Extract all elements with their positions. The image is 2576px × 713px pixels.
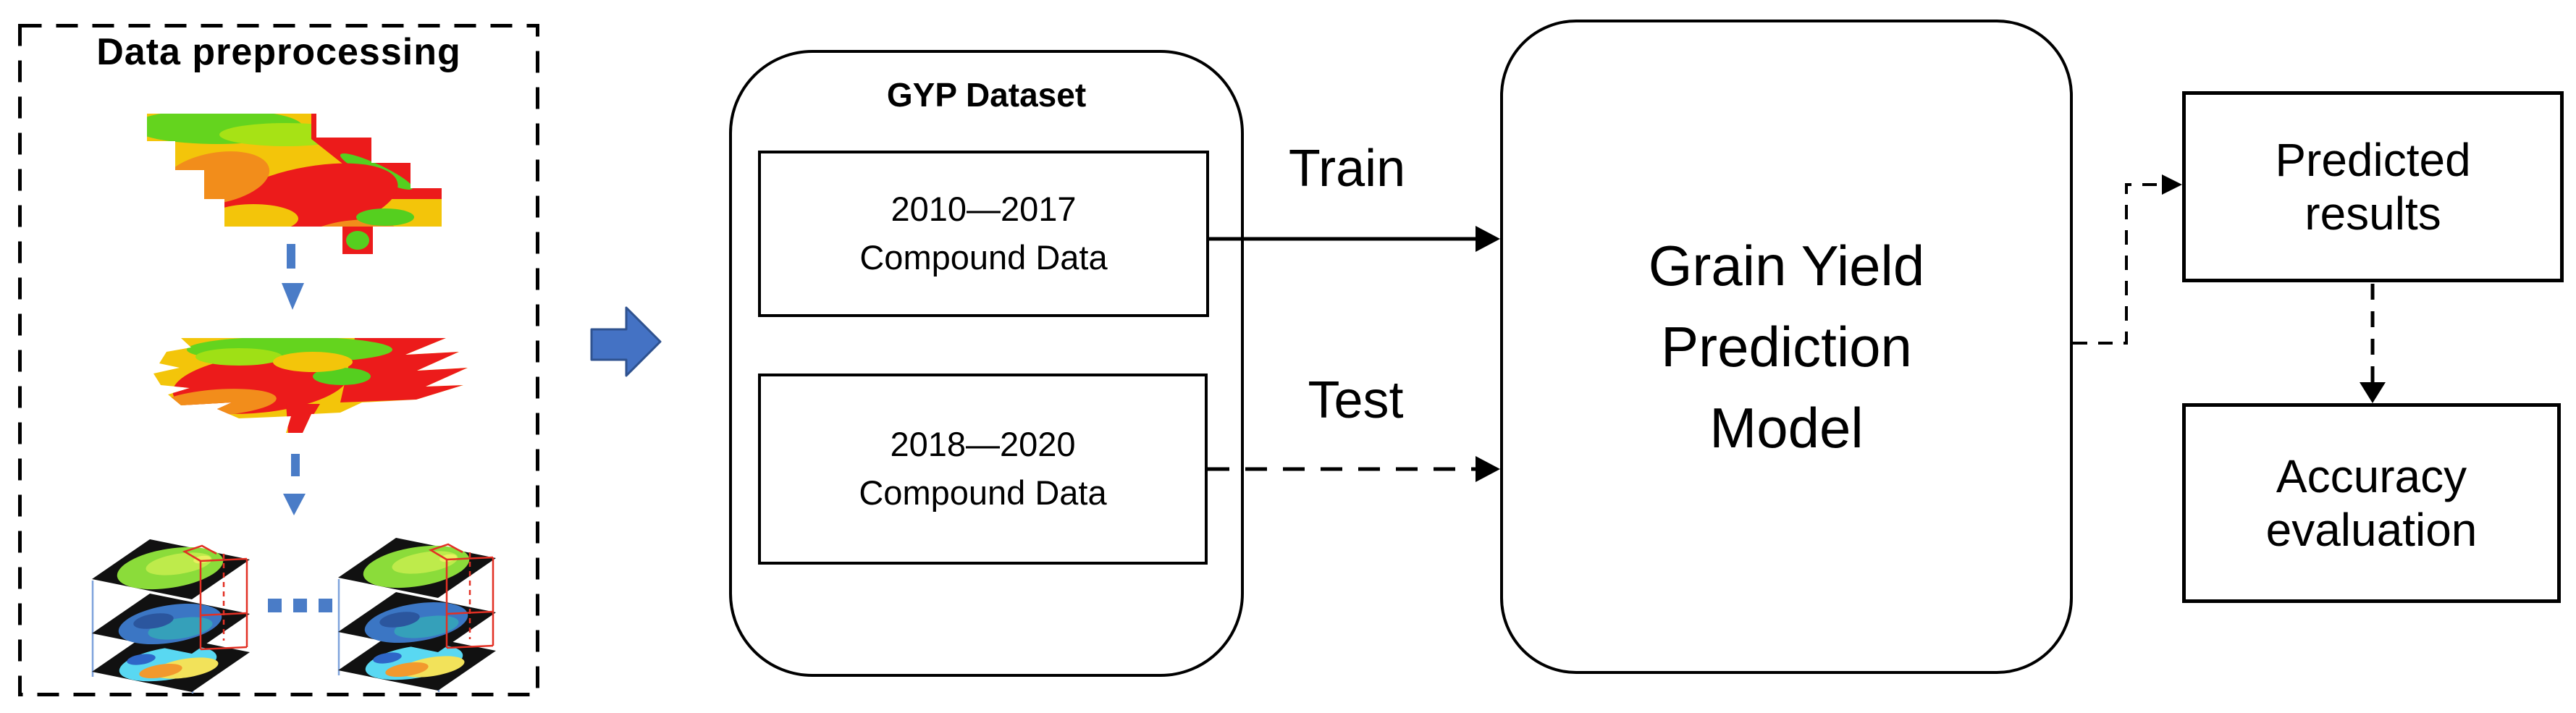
- train-data-box: 2010—2017 Compound Data: [758, 151, 1209, 317]
- test-data-line1: 2018—2020: [890, 425, 1076, 464]
- predicted-results-line2: results: [2304, 187, 2441, 240]
- test-arrow: [1208, 456, 1500, 482]
- train-label: Train: [1288, 140, 1406, 198]
- train-data-line1: 2010—2017: [891, 190, 1077, 229]
- test-label: Test: [1308, 371, 1404, 429]
- accuracy-evaluation-box: Accuracy evaluation: [2182, 403, 2561, 603]
- down-arrow-1-icon: [282, 244, 304, 310]
- preprocessing-dashed-frame: [18, 24, 539, 696]
- test-data-box: 2018—2020 Compound Data: [758, 374, 1208, 565]
- down-arrow-2-icon: [283, 454, 306, 515]
- model-to-results-connector: [2073, 174, 2182, 345]
- preprocessing-title: Data preprocessing: [96, 31, 461, 73]
- results-to-evaluation-connector: [2360, 284, 2386, 403]
- map-stack-graphic: [153, 338, 468, 433]
- ellipsis-dots-icon: [268, 599, 332, 612]
- prediction-model-box: Grain Yield Prediction Model: [1500, 20, 2073, 674]
- gyp-dataset-container: [729, 50, 1244, 677]
- map-mosaic-graphic: [147, 114, 442, 254]
- gyp-dataset-title: GYP Dataset: [886, 76, 1087, 114]
- train-data-line2: Compound Data: [859, 238, 1108, 277]
- model-line1: Grain Yield: [1648, 233, 1925, 298]
- model-line3: Model: [1709, 396, 1864, 460]
- model-line2: Prediction: [1661, 314, 1912, 379]
- flow-arrow-icon: [590, 306, 662, 377]
- predicted-results-box: Predicted results: [2182, 91, 2564, 282]
- train-arrow: [1209, 226, 1500, 252]
- accuracy-evaluation-line1: Accuracy: [2276, 450, 2467, 502]
- test-data-line2: Compound Data: [859, 473, 1107, 512]
- accuracy-evaluation-line2: evaluation: [2265, 504, 2478, 556]
- data-cube-left-graphic: [91, 538, 251, 695]
- data-cube-right-graphic: [337, 536, 497, 693]
- predicted-results-line1: Predicted: [2275, 133, 2471, 186]
